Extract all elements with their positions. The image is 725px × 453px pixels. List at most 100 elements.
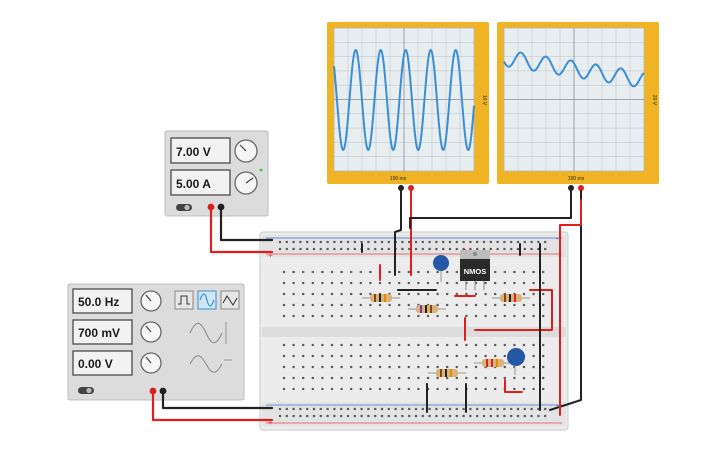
breadboard-hole[interactable] bbox=[426, 365, 430, 369]
breadboard-hole[interactable] bbox=[311, 376, 314, 380]
breadboard-hole[interactable] bbox=[369, 281, 372, 285]
breadboard-hole[interactable] bbox=[513, 365, 516, 369]
breadboard-hole[interactable] bbox=[278, 414, 282, 418]
breadboard-hole[interactable] bbox=[282, 303, 286, 307]
breadboard-hole[interactable] bbox=[302, 281, 305, 285]
breadboard-hole[interactable] bbox=[494, 303, 497, 307]
breadboard-hole[interactable] bbox=[311, 270, 314, 274]
breadboard-hole[interactable] bbox=[446, 314, 449, 318]
breadboard-hole[interactable] bbox=[380, 407, 384, 411]
breadboard-hole[interactable] bbox=[311, 343, 314, 347]
wire-left-scope-negative[interactable] bbox=[394, 190, 402, 276]
breadboard-hole[interactable] bbox=[353, 240, 356, 244]
breadboard-hole[interactable] bbox=[401, 407, 404, 411]
power-supply[interactable]: 7.00 V 5.00 A bbox=[164, 130, 269, 217]
breadboard-hole[interactable] bbox=[503, 281, 506, 285]
breadboard-hole[interactable] bbox=[330, 376, 334, 380]
breadboard-hole[interactable] bbox=[421, 407, 424, 411]
breadboard-hole[interactable] bbox=[407, 281, 410, 285]
function-generator-negative-terminal[interactable] bbox=[159, 387, 167, 395]
breadboard-hole[interactable] bbox=[426, 343, 430, 347]
breadboard-hole[interactable] bbox=[482, 240, 486, 244]
capacitor-1[interactable] bbox=[433, 255, 449, 282]
breadboard-hole[interactable] bbox=[542, 343, 545, 347]
breadboard-hole[interactable] bbox=[474, 303, 478, 307]
breadboard-hole[interactable] bbox=[414, 240, 418, 244]
breadboard-hole[interactable] bbox=[398, 292, 401, 296]
breadboard-hole[interactable] bbox=[537, 414, 540, 418]
breadboard-hole[interactable] bbox=[448, 407, 452, 411]
breadboard-hole[interactable] bbox=[374, 414, 377, 418]
breadboard-hole[interactable] bbox=[448, 247, 452, 251]
breadboard-hole[interactable] bbox=[435, 247, 438, 251]
breadboard-hole[interactable] bbox=[489, 240, 492, 244]
capacitor-2[interactable] bbox=[507, 348, 525, 375]
breadboard-hole[interactable] bbox=[494, 376, 497, 380]
breadboard-hole[interactable] bbox=[326, 407, 329, 411]
breadboard-hole[interactable] bbox=[532, 354, 535, 358]
breadboard-hole[interactable] bbox=[469, 407, 472, 411]
breadboard-hole[interactable] bbox=[522, 376, 526, 380]
breadboard-hole[interactable] bbox=[522, 387, 526, 391]
breadboard-hole[interactable] bbox=[435, 414, 438, 418]
wire-right-scope-positive[interactable] bbox=[559, 199, 582, 416]
breadboard-hole[interactable] bbox=[346, 247, 350, 251]
breadboard-hole[interactable] bbox=[388, 270, 391, 274]
breadboard-hole[interactable] bbox=[496, 240, 499, 244]
breadboard-hole[interactable] bbox=[306, 240, 309, 244]
breadboard-hole[interactable] bbox=[340, 281, 343, 285]
breadboard-hole[interactable] bbox=[417, 376, 420, 380]
breadboard-hole[interactable] bbox=[503, 240, 506, 244]
breadboard-hole[interactable] bbox=[359, 303, 362, 307]
breadboard-hole[interactable] bbox=[522, 270, 526, 274]
breadboard-hole[interactable] bbox=[462, 414, 465, 418]
breadboard-hole[interactable] bbox=[494, 292, 497, 296]
breadboard-hole[interactable] bbox=[398, 365, 401, 369]
breadboard-hole[interactable] bbox=[321, 354, 324, 358]
breadboard-hole[interactable] bbox=[426, 376, 430, 380]
breadboard-hole[interactable] bbox=[494, 314, 497, 318]
oscilloscope-left-probe-negative[interactable] bbox=[398, 185, 404, 191]
breadboard-hole[interactable] bbox=[285, 407, 288, 411]
breadboard-hole[interactable] bbox=[367, 414, 370, 418]
breadboard-hole[interactable] bbox=[503, 365, 506, 369]
breadboard-hole[interactable] bbox=[455, 407, 458, 411]
breadboard-hole[interactable] bbox=[407, 270, 410, 274]
breadboard-hole[interactable] bbox=[378, 354, 382, 358]
breadboard-hole[interactable] bbox=[350, 354, 353, 358]
breadboard-hole[interactable] bbox=[350, 314, 353, 318]
breadboard-hole[interactable] bbox=[465, 354, 468, 358]
breadboard-hole[interactable] bbox=[532, 281, 535, 285]
breadboard-hole[interactable] bbox=[544, 247, 547, 251]
breadboard-hole[interactable] bbox=[408, 247, 411, 251]
breadboard-hole[interactable] bbox=[369, 343, 372, 347]
breadboard-hole[interactable] bbox=[537, 240, 540, 244]
breadboard-hole[interactable] bbox=[446, 303, 449, 307]
breadboard-hole[interactable] bbox=[359, 343, 362, 347]
breadboard-hole[interactable] bbox=[503, 270, 506, 274]
breadboard-hole[interactable] bbox=[503, 314, 506, 318]
breadboard-hole[interactable] bbox=[510, 407, 513, 411]
breadboard-hole[interactable] bbox=[530, 240, 533, 244]
oscilloscope-left-probe-positive[interactable] bbox=[408, 185, 414, 191]
breadboard-hole[interactable] bbox=[388, 365, 391, 369]
breadboard-hole[interactable] bbox=[522, 343, 526, 347]
breadboard-hole[interactable] bbox=[299, 247, 302, 251]
wire-jumper-10[interactable] bbox=[504, 379, 523, 393]
breadboard-hole[interactable] bbox=[436, 314, 439, 318]
breadboard-hole[interactable] bbox=[448, 414, 452, 418]
breadboard-hole[interactable] bbox=[469, 414, 472, 418]
breadboard-hole[interactable] bbox=[340, 240, 343, 244]
breadboard-hole[interactable] bbox=[369, 270, 372, 274]
breadboard-hole[interactable] bbox=[299, 407, 302, 411]
breadboard-hole[interactable] bbox=[465, 343, 468, 347]
breadboard-hole[interactable] bbox=[302, 354, 305, 358]
breadboard-hole[interactable] bbox=[462, 407, 465, 411]
breadboard-hole[interactable] bbox=[346, 407, 350, 411]
breadboard-hole[interactable] bbox=[398, 387, 401, 391]
breadboard-hole[interactable] bbox=[350, 281, 353, 285]
breadboard-hole[interactable] bbox=[302, 270, 305, 274]
breadboard-hole[interactable] bbox=[446, 343, 449, 347]
breadboard-hole[interactable] bbox=[302, 303, 305, 307]
breadboard-hole[interactable] bbox=[333, 247, 336, 251]
